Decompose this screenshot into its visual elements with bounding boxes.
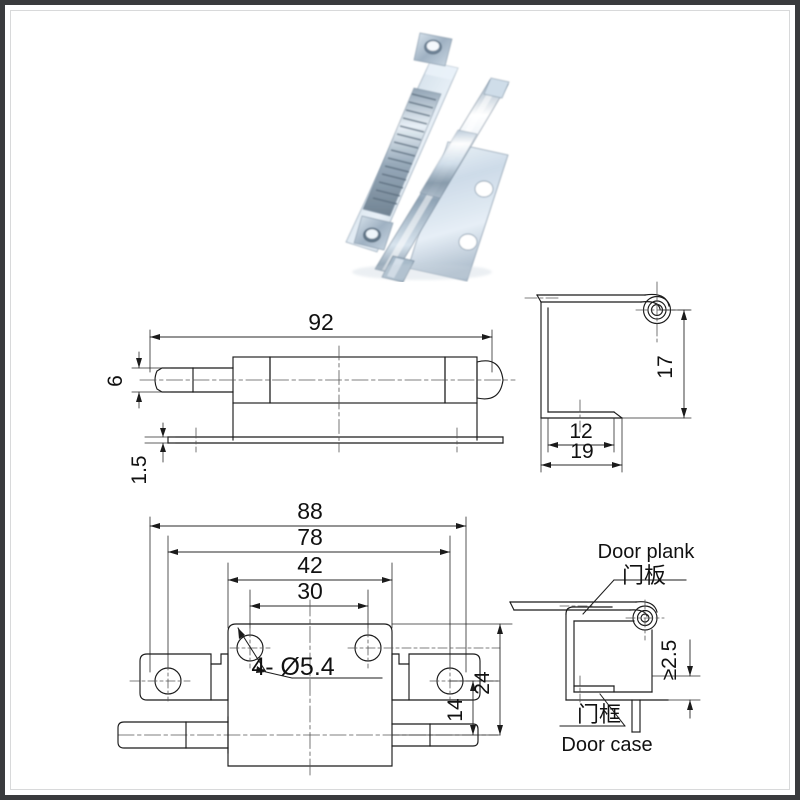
label-door-case-en: Door case: [561, 734, 652, 756]
dim-label-1-5: 1.5: [128, 455, 151, 484]
dim-label-14: 14: [444, 698, 467, 722]
product-photo: [262, 20, 552, 282]
dim-label-12: 12: [569, 420, 592, 443]
view-side-elevation: [131, 329, 516, 463]
dim-label-gap-2-5: ≥2.5: [658, 640, 681, 681]
dim-label-92: 92: [308, 309, 334, 335]
label-door-plank-zh: 门板: [622, 564, 666, 589]
label-door-case-zh: 门框: [577, 703, 621, 728]
label-door-plank-en: Door plank: [598, 541, 696, 563]
dim-label-30: 30: [297, 578, 323, 604]
view-plan: [117, 516, 513, 776]
view-end-section: [524, 281, 692, 473]
dim-label-42: 42: [297, 552, 323, 578]
dim-label-78: 78: [297, 524, 323, 550]
hole-callout-label: 4- Ø5.4: [251, 653, 334, 681]
dim-label-19: 19: [570, 440, 593, 463]
view-installation-detail: [509, 579, 701, 733]
dim-label-24: 24: [471, 671, 494, 695]
dim-label-88: 88: [297, 498, 323, 524]
dim-label-17: 17: [654, 355, 677, 378]
dim-label-6: 6: [104, 375, 127, 387]
